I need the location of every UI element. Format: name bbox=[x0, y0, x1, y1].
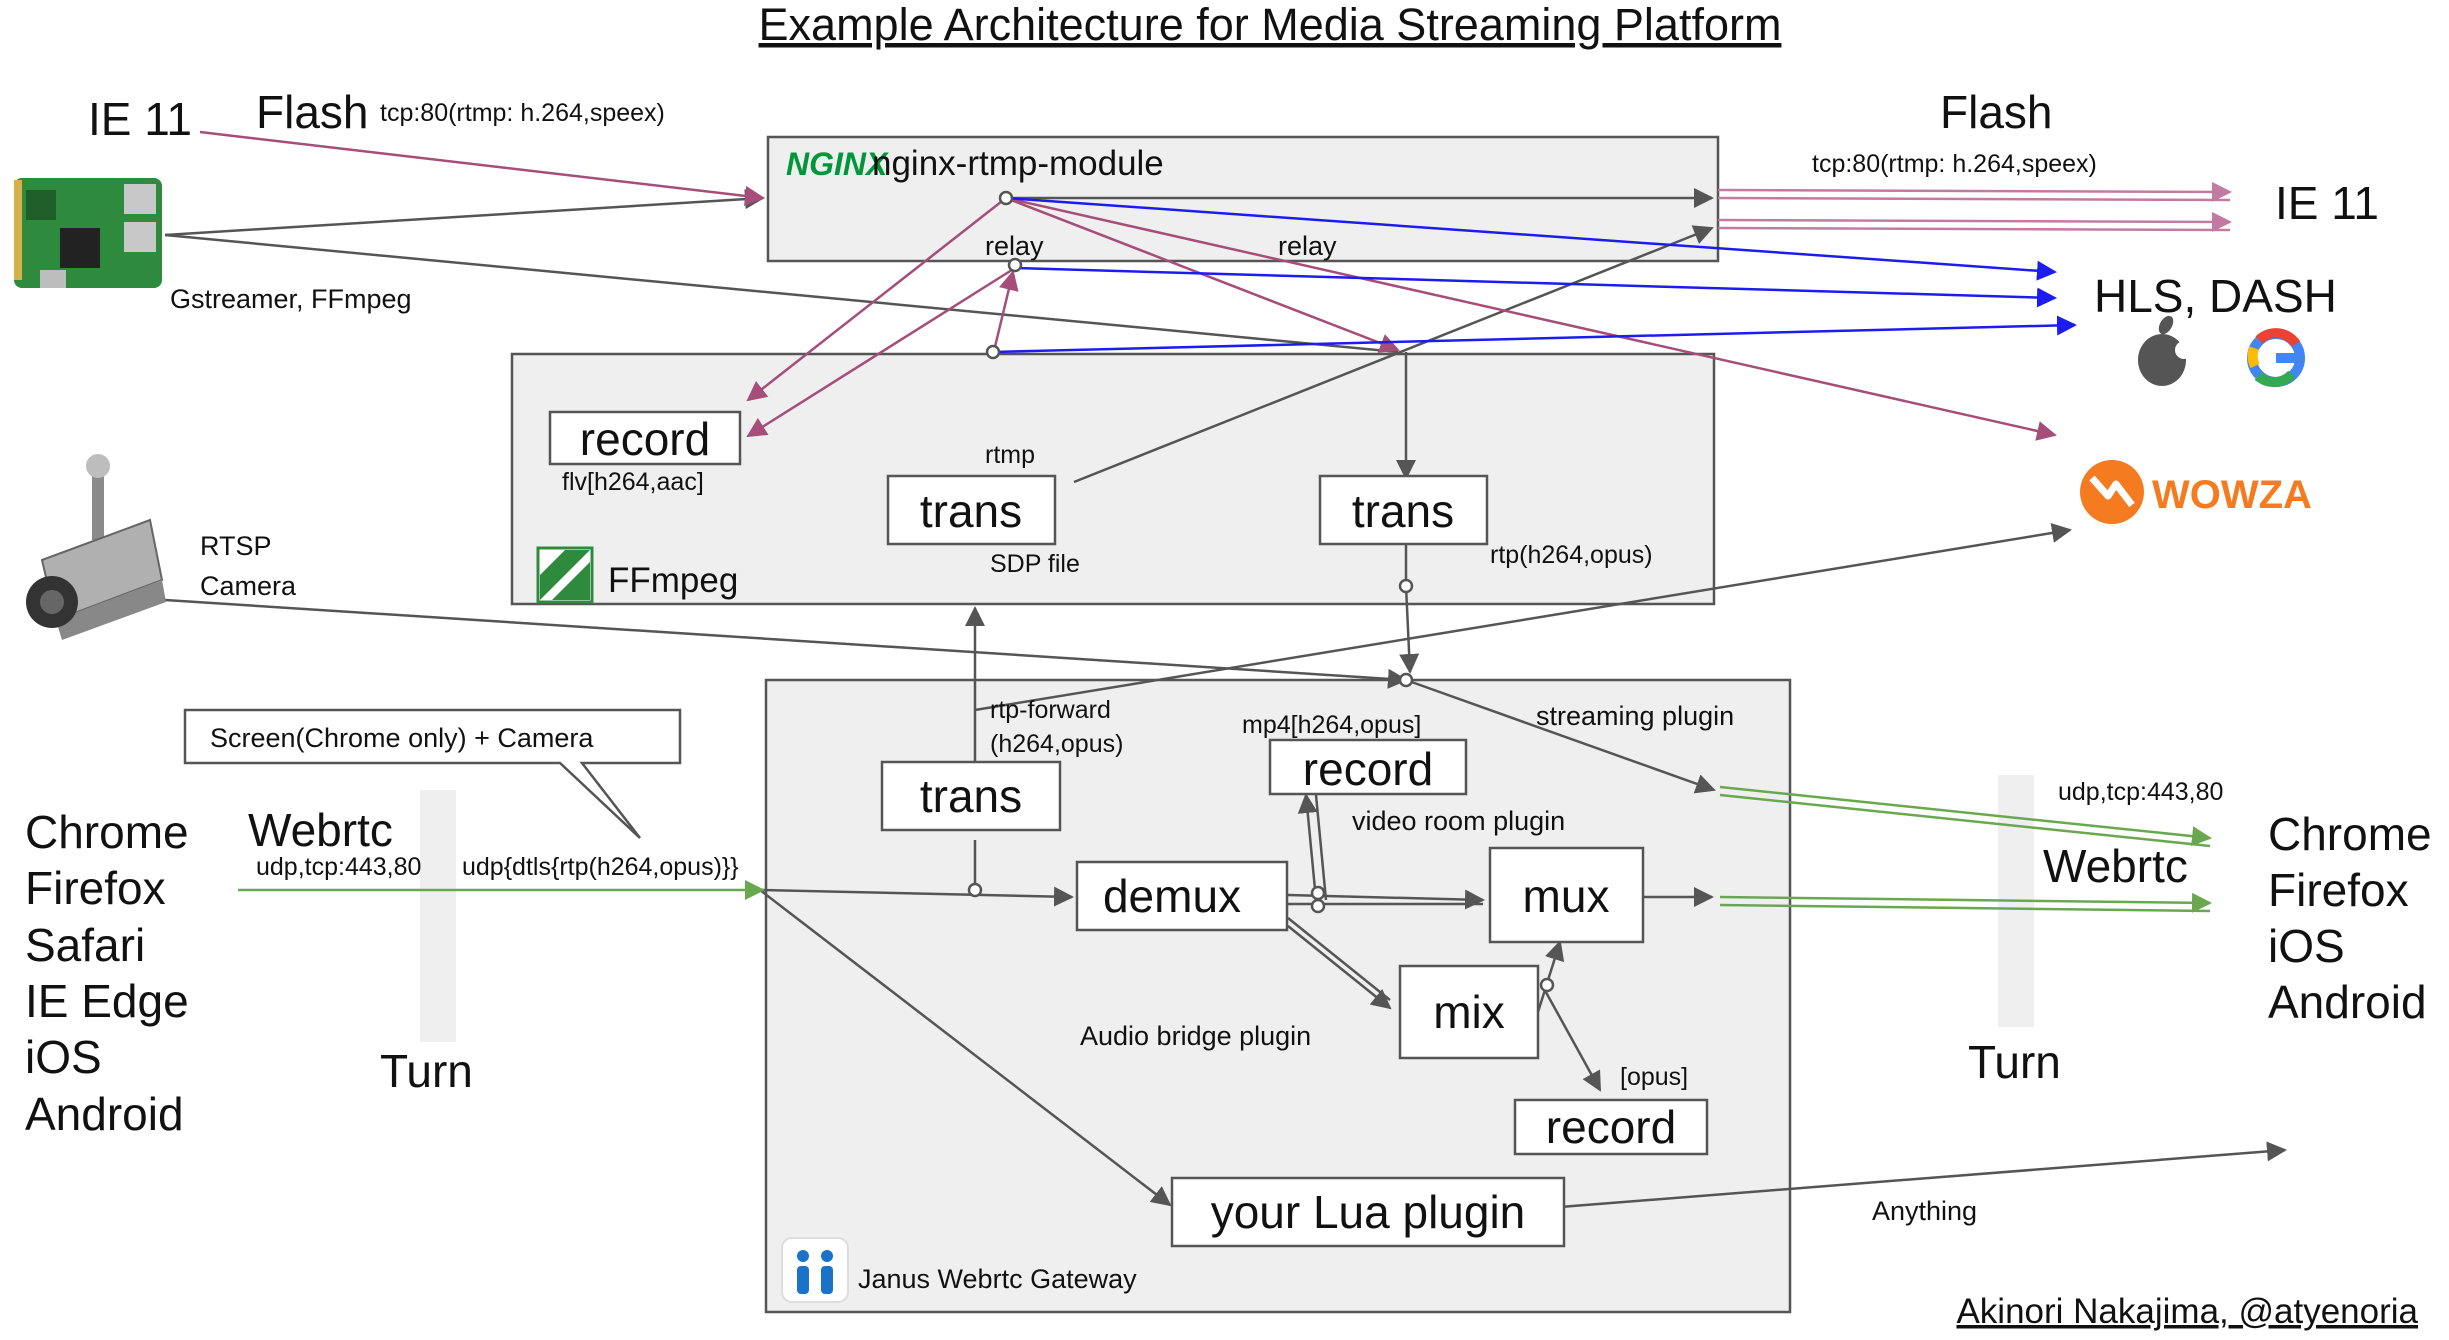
lua-plugin-label: your Lua plugin bbox=[1211, 1186, 1526, 1238]
relay-label-1: relay bbox=[985, 231, 1044, 261]
turn-bar-left bbox=[420, 790, 456, 1042]
client-chrome-right: Chrome bbox=[2268, 808, 2432, 860]
janus-logo-icon bbox=[781, 1237, 849, 1303]
audio-bridge-plugin-label: Audio bridge plugin bbox=[1080, 1021, 1311, 1051]
anything-label: Anything bbox=[1872, 1196, 1977, 1226]
mix-label: mix bbox=[1433, 986, 1505, 1038]
janus-gateway-label: Janus Webrtc Gateway bbox=[858, 1264, 1137, 1294]
webrtc-left-protocol: udp,tcp:443,80 bbox=[256, 853, 421, 881]
flash-right-label: Flash bbox=[1940, 86, 2052, 138]
client-firefox-right: Firefox bbox=[2268, 864, 2409, 916]
ffmpeg-box bbox=[510, 352, 1716, 606]
record-node-janus-2 bbox=[1513, 1098, 1709, 1156]
relay-junction bbox=[1007, 257, 1023, 273]
svg-text:NGINX: NGINX bbox=[786, 146, 889, 182]
webrtc-left-label: Webrtc bbox=[248, 804, 393, 856]
webrtc-right-protocol: udp,tcp:443,80 bbox=[2058, 778, 2223, 806]
ie11-left-label: IE 11 bbox=[88, 93, 192, 145]
trans-node-ffmpeg-2 bbox=[1318, 474, 1489, 546]
rtmp-pink-connectors bbox=[199, 130, 2232, 441]
browser-safari-left: Safari bbox=[25, 919, 145, 971]
rtsp-label-line1: RTSP bbox=[200, 531, 272, 561]
streaming-plugin-label: streaming plugin bbox=[1536, 701, 1734, 731]
raspberry-pi-icon bbox=[14, 178, 162, 288]
diagram-title: Example Architecture for Media Streaming… bbox=[759, 0, 1782, 50]
wowza-logo-icon: WOWZA bbox=[2080, 460, 2312, 524]
trans-node-janus bbox=[880, 760, 1062, 832]
trans-ffmpeg-1-label: trans bbox=[920, 485, 1022, 537]
relay-label-2: relay bbox=[1278, 231, 1337, 261]
google-logo-icon bbox=[2247, 328, 2305, 388]
cctv-camera-icon bbox=[26, 454, 166, 640]
rtmp-label: rtmp bbox=[985, 441, 1035, 469]
streaming-junction bbox=[1398, 672, 1414, 688]
janus-input-junction bbox=[967, 882, 983, 898]
rtp-forward-label-2: (h264,opus) bbox=[990, 730, 1123, 758]
webrtc-payload-label: udp{dtls{rtp(h264,opus)}} bbox=[462, 853, 739, 881]
client-android-right: Android bbox=[2268, 976, 2427, 1028]
demux-node bbox=[1075, 860, 1289, 932]
record-node-janus-1 bbox=[1268, 738, 1468, 796]
mux-node bbox=[1488, 846, 1645, 944]
record-janus-1-label: record bbox=[1303, 743, 1433, 795]
webrtc-right-label: Webrtc bbox=[2043, 840, 2188, 892]
demux-junction-a bbox=[1310, 885, 1326, 901]
trans-node-ffmpeg-1 bbox=[886, 474, 1057, 546]
screen-camera-callout bbox=[183, 708, 682, 839]
ffmpeg-logo-icon bbox=[536, 546, 594, 604]
trans-junction bbox=[1398, 578, 1414, 594]
nginx-junction bbox=[998, 190, 1014, 206]
browser-firefox-left: Firefox bbox=[25, 862, 166, 914]
flash-left-label: Flash bbox=[256, 86, 368, 138]
mix-junction bbox=[1539, 977, 1555, 993]
wowza-label: WOWZA bbox=[2152, 473, 2312, 517]
browser-android-left: Android bbox=[25, 1088, 184, 1140]
browser-ie-edge-left: IE Edge bbox=[25, 975, 189, 1027]
browser-chrome-left: Chrome bbox=[25, 806, 189, 858]
callout-text: Screen(Chrome only) + Camera bbox=[210, 723, 594, 753]
flash-right-protocol: tcp:80(rtmp: h.264,speex) bbox=[1812, 150, 2097, 178]
demux-label: demux bbox=[1103, 870, 1241, 922]
trans-ffmpeg-2-label: trans bbox=[1352, 485, 1454, 537]
record-ffmpeg-format: flv[h264,aac] bbox=[562, 468, 704, 496]
hls-dash-label: HLS, DASH bbox=[2094, 270, 2337, 322]
nginx-module-label: nginx-rtmp-module bbox=[872, 144, 1164, 183]
mux-label: mux bbox=[1523, 870, 1610, 922]
client-ios-right: iOS bbox=[2268, 920, 2345, 972]
trans-janus-label: trans bbox=[920, 770, 1022, 822]
mix-node bbox=[1398, 964, 1540, 1060]
author-credit: Akinori Nakajima, @atyenoria bbox=[1956, 1292, 2418, 1331]
flash-left-protocol: tcp:80(rtmp: h.264,speex) bbox=[380, 99, 665, 127]
sdp-file-label: SDP file bbox=[990, 550, 1080, 578]
browser-ios-left: iOS bbox=[25, 1031, 102, 1083]
record-janus-2-label: record bbox=[1546, 1101, 1676, 1153]
opus-label: [opus] bbox=[1620, 1063, 1688, 1091]
demux-junction-b bbox=[1310, 898, 1326, 914]
ffmpeg-junction bbox=[985, 344, 1001, 360]
video-room-plugin-label: video room plugin bbox=[1352, 806, 1565, 836]
gstreamer-label: Gstreamer, FFmpeg bbox=[170, 284, 412, 314]
webrtc-green-connectors bbox=[238, 785, 2212, 913]
ffmpeg-label: FFmpeg bbox=[608, 561, 738, 600]
nginx-logo: NGINX bbox=[786, 146, 889, 182]
trans-ffmpeg-2-format: rtp(h264,opus) bbox=[1490, 541, 1653, 569]
apple-logo-icon bbox=[2138, 315, 2193, 386]
record-janus-1-format: mp4[h264,opus] bbox=[1242, 711, 1421, 739]
rtsp-label-line2: Camera bbox=[200, 571, 297, 601]
record-node-ffmpeg bbox=[548, 410, 742, 466]
hls-blue-connectors bbox=[992, 196, 2077, 354]
gray-connectors bbox=[164, 188, 2287, 1209]
record-ffmpeg-label: record bbox=[580, 413, 710, 465]
ie11-right-label: IE 11 bbox=[2275, 177, 2379, 229]
lua-plugin-node bbox=[1170, 1176, 1566, 1248]
rtp-forward-label-1: rtp-forward bbox=[990, 696, 1111, 724]
turn-right-label: Turn bbox=[1968, 1036, 2061, 1088]
turn-left-label: Turn bbox=[380, 1045, 473, 1097]
